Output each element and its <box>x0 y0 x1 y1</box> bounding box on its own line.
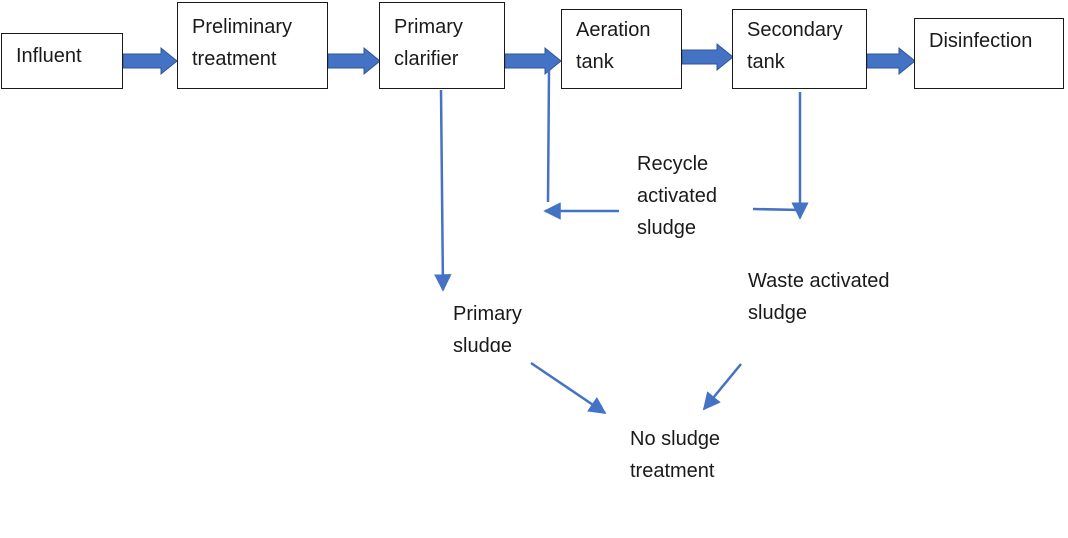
box-preliminary-treatment: Preliminary treatment <box>177 2 328 89</box>
arrow-waste-to-no-treatment <box>702 363 742 411</box>
label-waste-line1: Waste activated <box>748 270 890 292</box>
label-recycle-line2: activated <box>637 185 718 207</box>
box-clarifier-label-line2: clarifier <box>394 48 459 70</box>
arrow-clarifier-to-primary-sludge <box>434 89 452 292</box>
line-recycle-riser <box>546 69 551 203</box>
box-clarifier-label-line1: Primary <box>394 16 463 38</box>
label-recycle-line1: Recycle <box>637 153 709 175</box>
label-waste-activated-sludge: Waste activated sludge <box>748 265 890 329</box>
label-waste-line2: sludge <box>748 302 807 324</box>
box-influent-label: Influent <box>16 45 82 67</box>
box-primary-clarifier: Primary clarifier <box>379 2 505 89</box>
box-influent: Influent <box>1 33 123 89</box>
box-disinfection: Disinfection <box>914 18 1064 89</box>
box-aeration-label-line2: tank <box>576 51 614 73</box>
block-arrow-aeration-to-secondary <box>681 42 734 72</box>
block-arrow-preliminary-to-clarifier <box>327 46 381 76</box>
box-aeration-tank: Aeration tank <box>561 9 682 89</box>
label-no-sludge-treatment: No sludge treatment <box>630 423 720 487</box>
label-primary-sludge-line1: Primary <box>453 303 522 325</box>
line-to-secondary-drop <box>752 207 802 212</box>
box-secondary-tank: Secondary tank <box>732 9 867 89</box>
box-disinfection-label: Disinfection <box>929 30 1033 52</box>
box-aeration-label-line1: Aeration <box>576 19 651 41</box>
box-preliminary-label-line1: Preliminary <box>192 16 293 38</box>
box-preliminary-label-line2: treatment <box>192 48 277 70</box>
label-primary-sludge-line2: sludge <box>453 335 512 352</box>
label-recycle-line3: sludge <box>637 217 696 239</box>
label-no-treatment-line1: No sludge <box>630 428 721 450</box>
label-recycle-activated-sludge: Recycle activated sludge <box>637 148 717 244</box>
arrow-primary-sludge-to-no-treatment <box>530 361 607 415</box>
label-primary-sludge: Primary sludge <box>453 298 522 352</box>
box-secondary-label-line1: Secondary <box>747 19 843 41</box>
block-arrow-secondary-to-disinfection <box>866 46 916 76</box>
box-secondary-label-line2: tank <box>747 51 785 73</box>
label-no-treatment-line2: treatment <box>630 460 715 482</box>
block-arrow-influent-to-preliminary <box>122 46 178 76</box>
block-arrow-clarifier-to-aeration <box>504 46 562 76</box>
